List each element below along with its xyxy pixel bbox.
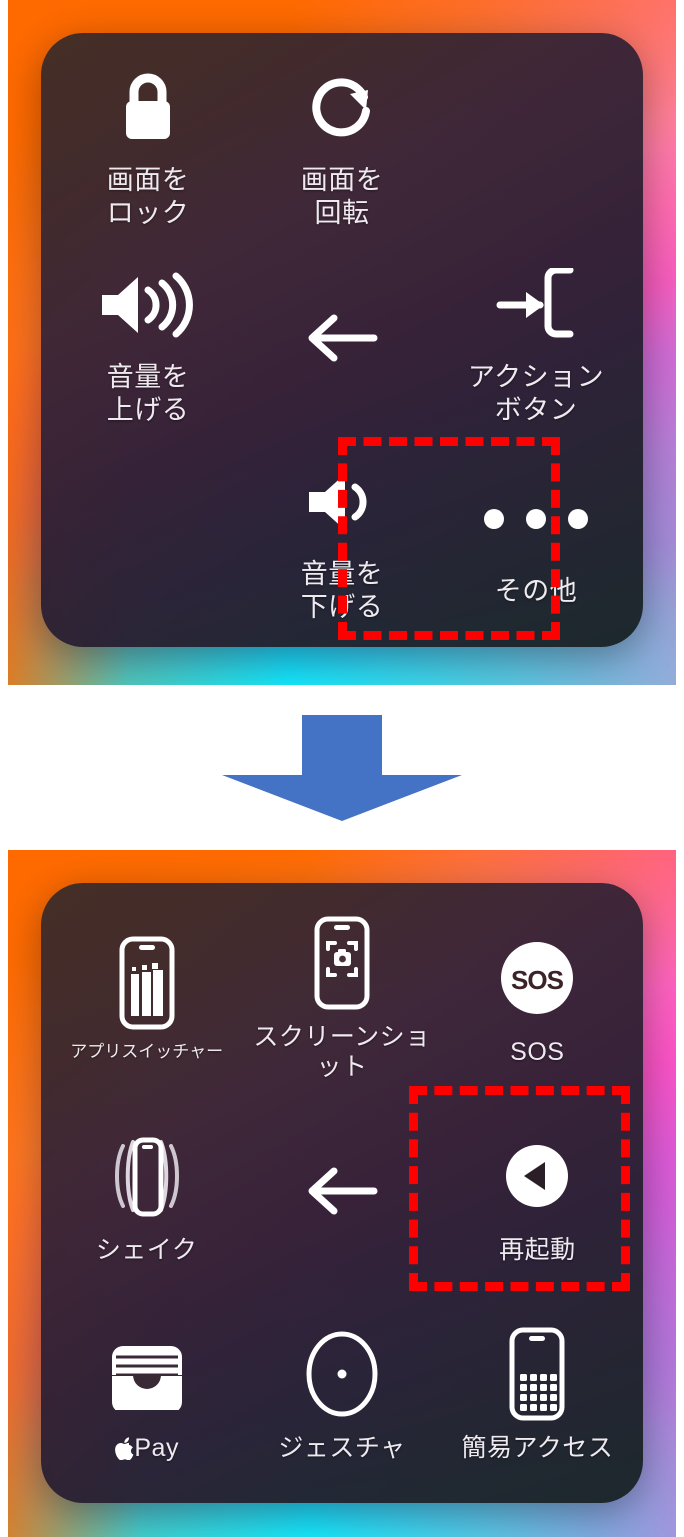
menu-item-action-button[interactable]: アクションボタン	[439, 244, 633, 441]
assistive-touch-grid: アプリスイッチャー スクリ	[41, 883, 643, 1503]
assistive-touch-sheet: アプリスイッチャー スクリ	[41, 883, 643, 1503]
menu-item-label: ジェスチャ	[278, 1433, 406, 1462]
menu-item-label: 音量を下げる	[300, 559, 384, 623]
screenshot-assistive-touch-more: アプリスイッチャー スクリ	[8, 850, 676, 1537]
screenshot-assistive-touch-main: 画面をロック 画面を回転	[8, 0, 676, 685]
menu-item-restart[interactable]: 再起動	[440, 1097, 635, 1295]
back-arrow-icon	[302, 1142, 382, 1240]
menu-item-label: 簡易アクセス	[461, 1433, 614, 1462]
sos-icon: SOS	[497, 929, 577, 1027]
menu-item-empty-slot	[51, 442, 245, 639]
menu-item-volume-up[interactable]: 音量を上げる	[51, 244, 245, 441]
menu-item-label: その他	[494, 575, 578, 606]
menu-item-gesture[interactable]: ジェスチャ	[244, 1295, 439, 1493]
down-arrow-icon	[222, 714, 462, 821]
menu-item-reachability[interactable]: 簡易アクセス	[440, 1295, 635, 1493]
dot	[526, 508, 546, 529]
svg-text:SOS: SOS	[511, 965, 564, 995]
menu-item-label: 再起動	[499, 1235, 576, 1264]
assistive-touch-sheet: 画面をロック 画面を回転	[41, 33, 643, 647]
volume-up-icon	[96, 259, 200, 351]
menu-item-apple-pay[interactable]: Pay	[49, 1295, 244, 1493]
menu-item-empty-slot	[439, 47, 633, 244]
menu-item-label: アクションボタン	[467, 362, 605, 425]
menu-item-volume-down[interactable]: 音量を下げる	[245, 442, 439, 639]
gesture-icon	[301, 1325, 383, 1423]
menu-item-label: スクリーンショット	[253, 1022, 431, 1082]
dot	[568, 508, 588, 529]
menu-item-sos[interactable]: SOS SOS	[440, 899, 635, 1097]
reachability-icon	[508, 1325, 566, 1423]
dot	[484, 508, 504, 529]
menu-item-rotate-screen[interactable]: 画面を回転	[245, 47, 439, 244]
menu-item-label: 画面をロック	[106, 164, 190, 228]
menu-item-label: Pay	[114, 1433, 179, 1464]
transition-arrow-area	[0, 685, 684, 850]
screenshot-icon	[313, 914, 371, 1012]
apple-pay-wallet-icon	[106, 1325, 188, 1423]
back-arrow-icon	[302, 292, 382, 384]
restart-icon	[502, 1127, 572, 1225]
menu-item-lock-screen[interactable]: 画面をロック	[51, 47, 245, 244]
menu-item-shake[interactable]: シェイク	[49, 1097, 244, 1295]
action-button-icon	[494, 259, 578, 351]
menu-item-screenshot[interactable]: スクリーンショット	[244, 899, 439, 1097]
rotate-screen-icon	[304, 62, 380, 154]
assistive-touch-grid: 画面をロック 画面を回転	[41, 33, 643, 647]
app-switcher-icon	[118, 934, 176, 1032]
lock-icon	[117, 62, 179, 154]
menu-item-more[interactable]: その他	[439, 442, 633, 639]
shake-icon	[95, 1127, 199, 1225]
more-dots-icon	[484, 473, 588, 565]
apple-logo-icon	[115, 1437, 134, 1461]
menu-item-label: SOS	[510, 1037, 565, 1066]
menu-item-back[interactable]	[244, 1097, 439, 1295]
volume-down-icon	[303, 456, 381, 548]
menu-item-app-switcher[interactable]: アプリスイッチャー	[49, 899, 244, 1097]
menu-item-label: 音量を上げる	[106, 362, 190, 425]
menu-item-label: アプリスイッチャー	[70, 1041, 224, 1061]
menu-item-label: 画面を回転	[300, 164, 384, 228]
menu-item-label: シェイク	[95, 1235, 198, 1264]
menu-item-back[interactable]	[245, 244, 439, 441]
